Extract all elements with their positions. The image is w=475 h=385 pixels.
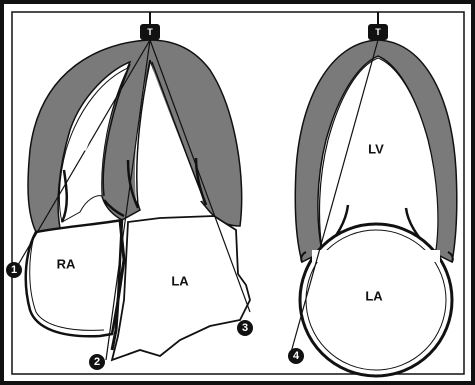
ra-chamber: [26, 220, 122, 336]
marker-4: 4: [288, 348, 304, 364]
label-ra: RA: [57, 256, 76, 271]
label-lv-right: LV: [368, 141, 384, 156]
label-lv-left: LV: [152, 131, 170, 147]
label-rv: RV: [70, 138, 90, 154]
label-la-right: LA: [365, 288, 383, 303]
probe-right-label: T: [375, 27, 381, 37]
marker-3: 3: [237, 320, 253, 336]
marker-2: 2: [89, 354, 105, 370]
svg-text:4: 4: [293, 350, 300, 362]
svg-text:2: 2: [94, 356, 100, 368]
svg-text:3: 3: [242, 322, 248, 334]
label-la-left: LA: [171, 273, 189, 288]
marker-1: 1: [6, 262, 22, 278]
svg-text:1: 1: [11, 264, 17, 276]
probe-left-label: T: [147, 27, 153, 37]
